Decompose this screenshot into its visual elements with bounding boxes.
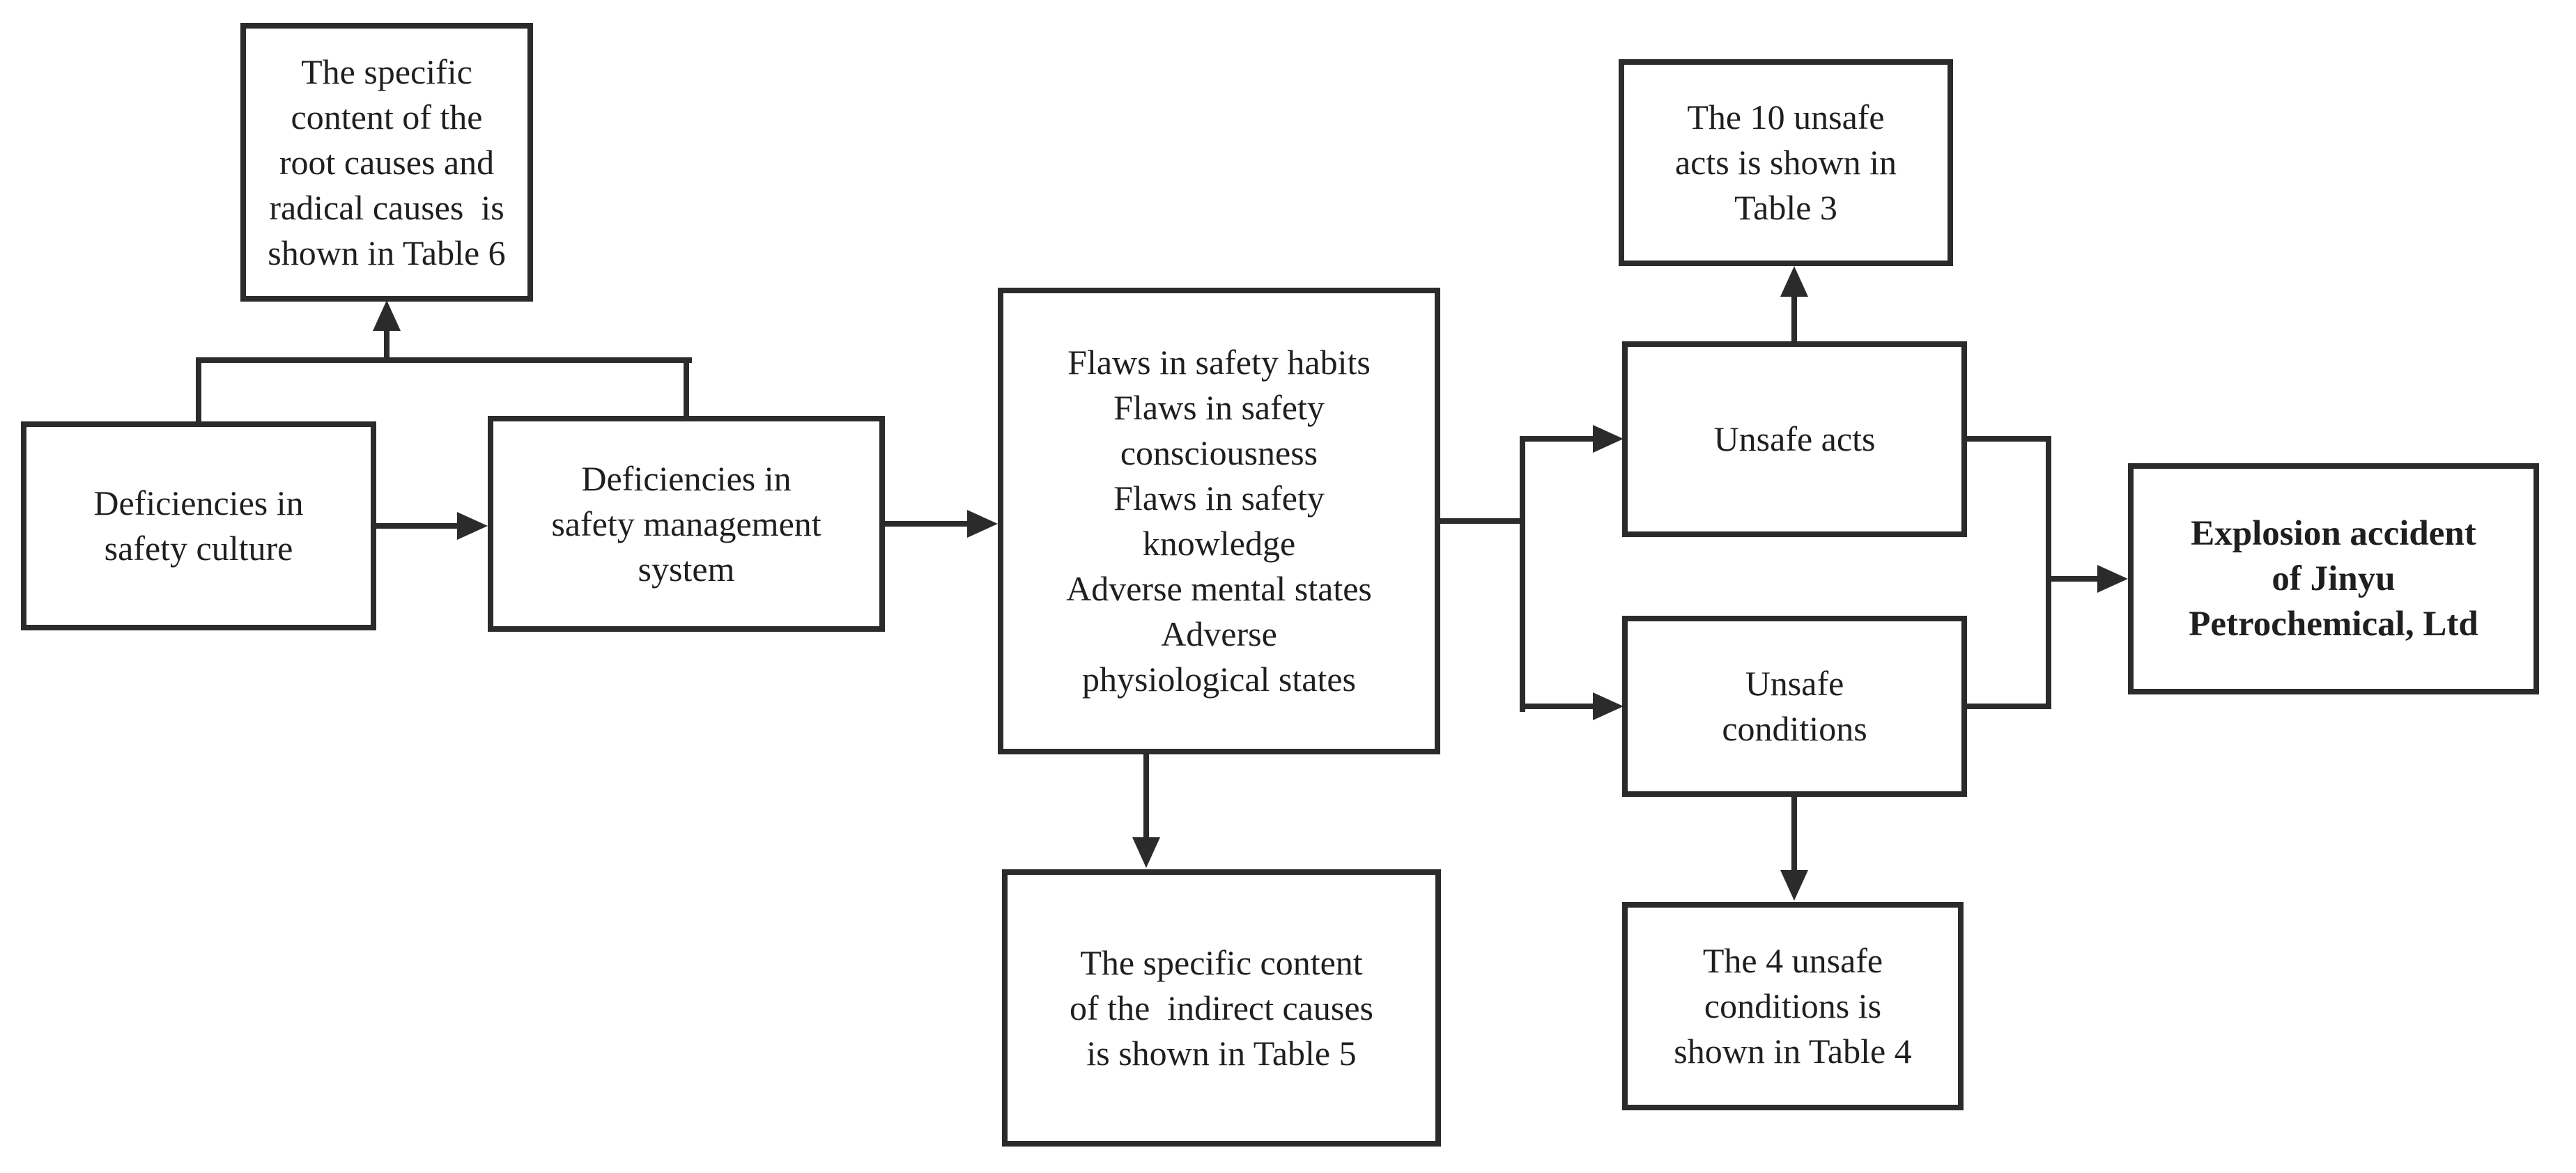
split-top-stem (1520, 436, 1594, 442)
arrowhead-up-to-table6-note (373, 300, 401, 331)
note-line: The specific content (1080, 942, 1363, 982)
box-line: Flaws in safety (1113, 479, 1325, 518)
unsafe-acts-box: Unsafe acts (1622, 341, 1967, 537)
box-line: Adverse mental states (1066, 569, 1372, 608)
note-line: shown in Table 6 (268, 233, 506, 272)
deficiencies-safety-management-box: Deficiencies in safety management system (488, 416, 885, 632)
arrowhead-down-to-table4-note (1780, 870, 1808, 901)
merge-vertical-line (2046, 436, 2051, 709)
bracket-horizontal-line (196, 357, 692, 363)
arrowhead-up-to-table3-note (1780, 266, 1808, 297)
box-line: system (638, 549, 735, 589)
merge-bottom-stem (1967, 704, 2051, 709)
arrowhead-right-to-management (457, 512, 488, 540)
box-line: physiological states (1082, 660, 1356, 699)
bracket-up-stem (384, 328, 390, 363)
box-line: consciousness (1120, 433, 1318, 472)
note-line: content of the (291, 97, 483, 137)
unsafe-conditions-box: Unsafe conditions (1622, 616, 1967, 797)
note-line: The 4 unsafe (1702, 941, 1883, 980)
note-line: radical causes is (269, 187, 504, 227)
indirect-causes-note-box: The specific content of the indirect cau… (1002, 869, 1441, 1147)
arrowhead-down-to-table5-note (1132, 837, 1160, 868)
box-line: Unsafe (1745, 664, 1844, 703)
split-vertical-line (1520, 436, 1525, 712)
box-line: Flaws in safety habits (1067, 343, 1371, 382)
merge-outlet-stem (2046, 576, 2099, 582)
note-line: acts is shown in (1674, 143, 1897, 182)
note-line: of the indirect causes (1070, 988, 1373, 1027)
note-line: Table 3 (1734, 188, 1837, 227)
bracket-left-drop-line (196, 357, 201, 421)
arrowhead-right-to-explosion (2097, 565, 2128, 593)
box-line: knowledge (1142, 524, 1296, 563)
split-bottom-stem (1520, 704, 1594, 709)
box-line: Flaws in safety (1113, 388, 1325, 427)
note-line: The 10 unsafe (1687, 98, 1885, 137)
box-line: of Jinyu (2272, 559, 2396, 598)
acts-up-stem (1791, 295, 1797, 341)
box-line: safety culture (104, 529, 293, 568)
unsafe-acts-note-box: The 10 unsafe acts is shown in Table 3 (1619, 59, 1953, 266)
box-line: safety management (551, 504, 822, 543)
arrowhead-right-to-indirect (967, 510, 998, 538)
box-line: Petrochemical, Ltd (2189, 604, 2478, 644)
split-inlet-stem (1440, 518, 1525, 524)
root-radical-causes-note-box: The specific content of the root causes … (240, 23, 533, 302)
box-line: conditions (1722, 709, 1867, 748)
note-line: root causes and (279, 142, 495, 182)
bracket-right-drop-line (684, 357, 689, 416)
culture-to-management-stem (376, 523, 458, 529)
box-line: Deficiencies in (581, 458, 792, 498)
indirect-causes-box: Flaws in safety habits Flaws in safety c… (998, 288, 1440, 754)
deficiencies-safety-culture-box: Deficiencies in safety culture (21, 421, 376, 630)
box-line: Deficiencies in (93, 483, 304, 522)
unsafe-conditions-note-box: The 4 unsafe conditions is shown in Tabl… (1622, 902, 1964, 1110)
note-line: conditions is (1704, 986, 1882, 1025)
box-line: Adverse (1161, 614, 1277, 653)
note-line: The specific (301, 52, 472, 91)
note-line: shown in Table 4 (1674, 1032, 1912, 1071)
arrowhead-right-to-unsafe-acts (1593, 425, 1624, 453)
merge-top-stem (1967, 436, 2051, 442)
note-line: is shown in Table 5 (1086, 1033, 1357, 1073)
box-line: Explosion accident (2191, 513, 2476, 553)
explosion-accident-box: Explosion accident of Jinyu Petrochemica… (2128, 463, 2539, 694)
indirect-down-stem (1143, 754, 1149, 839)
conditions-down-stem (1791, 797, 1797, 871)
box-line: Unsafe acts (1713, 419, 1876, 458)
management-to-indirect-stem (885, 521, 969, 527)
arrowhead-right-to-unsafe-conditions (1593, 692, 1624, 720)
